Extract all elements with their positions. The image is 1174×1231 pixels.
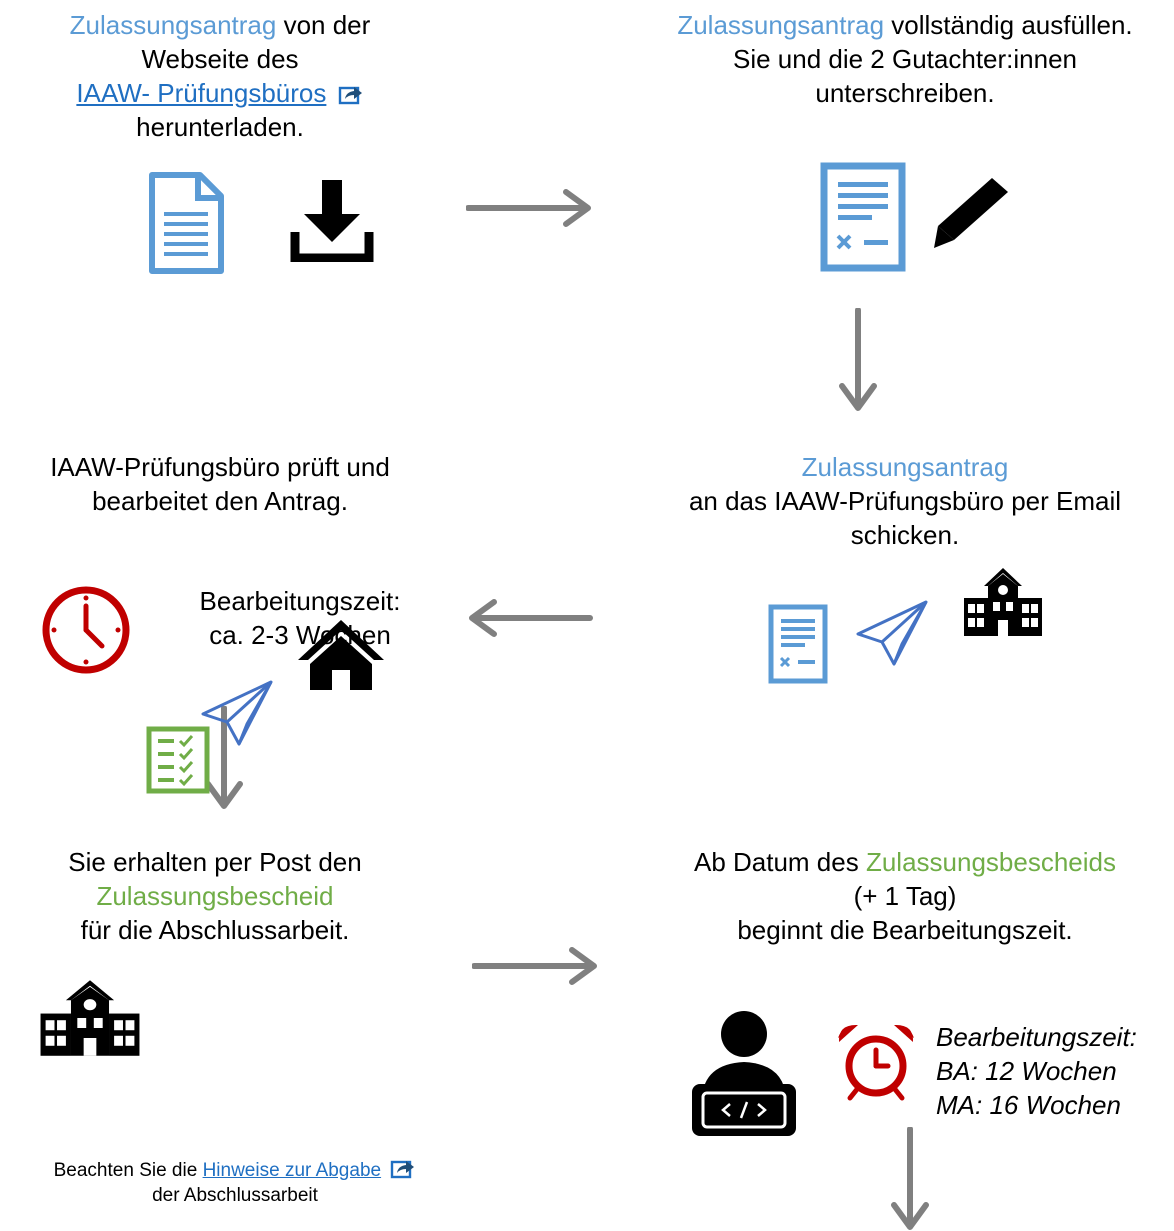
pruefungsbuero-link[interactable]: IAAW- Prüfungsbüros [76, 78, 327, 108]
arrow-right-2 [472, 946, 598, 986]
step2-highlight: Zulassungsantrag [677, 10, 885, 40]
step3-text: Zulassungsantrag an das IAAW-Prüfungsbür… [640, 450, 1170, 552]
step5-note: Beachten Sie die Hinweise zur Abgabe der… [0, 1157, 470, 1208]
school-icon [38, 978, 142, 1058]
step4-text: IAAW-Prüfungsbüro prüft und bearbeitet d… [50, 452, 390, 516]
document-icon [148, 172, 224, 274]
step4-duration: Bearbeitungszeit: ca. 2-3 Wochen [199, 586, 401, 650]
download-icon [290, 178, 374, 262]
paper-plane-icon [854, 598, 930, 668]
external-link-icon[interactable] [390, 1157, 416, 1179]
arrow-down-1 [838, 308, 878, 412]
step3-highlight: Zulassungsantrag [801, 452, 1009, 482]
arrow-down-3 [890, 1127, 930, 1231]
checklist-icon [146, 726, 210, 794]
paper-plane-icon [198, 678, 276, 748]
pencil-icon [932, 176, 1012, 250]
step1-highlight: Zulassungsantrag [69, 10, 277, 40]
home-icon [296, 616, 386, 692]
step6-highlight: Zulassungsbescheids [865, 847, 1117, 877]
form-icon [768, 604, 828, 684]
step1-text: Zulassungsantrag von der Webseite des IA… [69, 10, 371, 142]
arrow-right-1 [466, 188, 592, 228]
clock-icon [40, 584, 132, 676]
step6-text: Ab Datum des Zulassungsbescheids (+ 1 Ta… [693, 847, 1117, 945]
hinweise-abgabe-link[interactable]: Hinweise zur Abgabe [202, 1160, 382, 1181]
developer-icon [690, 1010, 798, 1138]
step6-duration: Bearbeitungszeit: BA: 12 Wochen MA: 16 W… [936, 1022, 1137, 1120]
arrow-down-2 [204, 706, 244, 810]
form-icon [820, 162, 906, 272]
step2-text: Zulassungsantrag vollständig ausfüllen. … [677, 10, 1133, 108]
external-link-icon[interactable] [338, 83, 364, 105]
school-icon [962, 566, 1044, 638]
arrow-left-1 [466, 598, 594, 638]
step5-highlight: Zulassungsbescheid [96, 881, 334, 911]
alarm-clock-icon [836, 1022, 916, 1102]
step5-text: Sie erhalten per Post den Zulassungsbesc… [0, 845, 430, 947]
